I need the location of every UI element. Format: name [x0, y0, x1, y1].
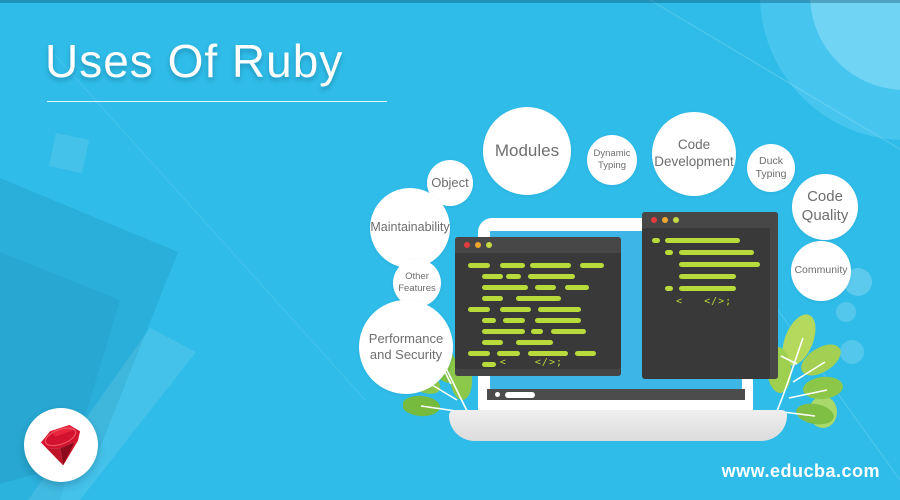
- bubble-code-quality: Code Quality: [792, 174, 858, 240]
- bubble-community: Community: [791, 241, 851, 301]
- bubble-label: Maintainability: [370, 220, 450, 235]
- bubble-label: Modules: [494, 141, 560, 161]
- code-lines: [455, 253, 621, 376]
- laptop-taskbar: [487, 389, 745, 400]
- code-window-right-titlebar: [642, 212, 778, 228]
- page-title: Uses Of Ruby: [45, 35, 344, 87]
- window-control-minimize-icon: [662, 217, 668, 223]
- ruby-logo-badge: [24, 408, 98, 482]
- bubble-code-development: Code Development: [652, 112, 736, 196]
- faint-line-2: [54, 54, 366, 401]
- bubble-modules: Modules: [483, 107, 571, 195]
- light-blob-3: [840, 340, 864, 364]
- light-blob-2: [836, 302, 856, 322]
- code-lines: [642, 228, 778, 379]
- corner-arc-inner: [810, 0, 900, 90]
- watermark-url: www.educba.com: [721, 461, 880, 481]
- code-window-right: < </>;: [642, 212, 778, 379]
- corner-arc-outer: [760, 0, 900, 140]
- bubble-label: Performance and Security: [368, 330, 444, 362]
- bubble-other-features: Other Features: [393, 259, 441, 307]
- code-window-left-titlebar: [455, 237, 621, 253]
- code-window-left-body: < </>;: [455, 253, 621, 376]
- laptop-base: [449, 410, 787, 441]
- window-control-minimize-icon: [475, 242, 481, 248]
- bubble-maintainability: Maintainability: [370, 188, 450, 268]
- bubble-label: Object: [431, 174, 469, 190]
- code-snippet-text: < </>;: [676, 296, 733, 307]
- background-light-square: [48, 132, 90, 174]
- bubble-label: Community: [794, 264, 848, 277]
- ruby-gem-icon: [40, 424, 80, 466]
- window-control-close-icon: [651, 217, 657, 223]
- code-window-right-body: < </>;: [642, 228, 778, 379]
- top-edge-strip: [0, 0, 900, 3]
- taskbar-search-pill: [505, 391, 535, 398]
- code-window-left: < </>;: [455, 237, 621, 376]
- bubble-dynamic-typing: Dynamic Typing: [587, 135, 637, 185]
- bubble-label: Dynamic Typing: [593, 148, 631, 171]
- code-snippet-text: < </>;: [499, 357, 563, 368]
- title-underline: [47, 101, 387, 102]
- window-control-maximize-icon: [486, 242, 492, 248]
- bubble-performance-and-security: Performance and Security: [359, 300, 453, 394]
- bubble-label: Other Features: [398, 271, 436, 294]
- window-control-close-icon: [464, 242, 470, 248]
- bubble-label: Code Development: [654, 137, 734, 169]
- faint-line-3: [761, 287, 900, 481]
- window-control-maximize-icon: [673, 217, 679, 223]
- bubble-duck-typing: Duck Typing: [747, 144, 795, 192]
- taskbar-dot-icon: [495, 392, 500, 397]
- bubble-label: Duck Typing: [755, 154, 787, 180]
- bubble-label: Code Quality: [801, 188, 849, 224]
